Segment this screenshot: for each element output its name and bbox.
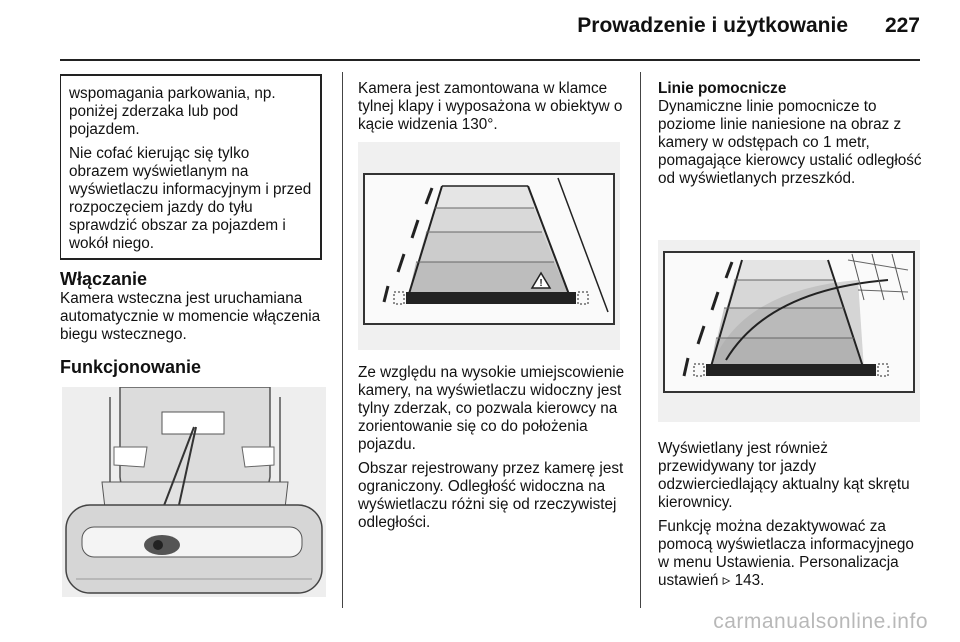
header-divider: [60, 59, 920, 61]
deactivation-paragraph: Funkcję można dezaktywować za pomocą wyś…: [658, 518, 928, 590]
warning-paragraph-1: wspomagania parkowania, np. poniżej zder…: [69, 85, 276, 138]
section-guidelines: Linie pomocnicze Dynamiczne linie pomocn…: [658, 80, 926, 188]
triangle-reference-icon[interactable]: ▹: [722, 572, 731, 589]
column-divider-1: [342, 72, 343, 608]
trajectory-text: Wyświetlany jest również przewidywany to…: [658, 440, 910, 511]
deactivation-text: Funkcję można dezaktywować za pomocą wyś…: [658, 518, 914, 589]
dynamic-guidelines-illustration: [658, 240, 920, 422]
heading-function: Funkcjonowanie: [60, 357, 202, 377]
car-rear-camera-image: [62, 386, 326, 597]
camera-intro-text: Kamera jest zamontowana w klamce tylnej …: [358, 80, 623, 133]
col3-body: Wyświetlany jest również przewidywany to…: [658, 440, 928, 596]
activation-text: Kamera wsteczna jest uruchamiana automat…: [60, 290, 321, 343]
warning-box: wspomagania parkowania, np. poniżej zder…: [60, 74, 322, 260]
camera-position-text: Ze względu na wysokie umiejscowienie kam…: [358, 364, 625, 453]
section-activation: Włączanie Kamera wsteczna jest uruchamia…: [60, 268, 325, 344]
column-divider-2: [640, 72, 641, 608]
guidelines-text: Dynamiczne linie pomocnicze to poziome l…: [658, 98, 922, 187]
heading-activation: Włączanie: [60, 269, 148, 289]
camera-display-illustration: !: [358, 142, 620, 350]
svg-text:!: !: [539, 278, 542, 289]
page-reference[interactable]: 143.: [734, 572, 765, 589]
watermark: carmanualsonline.info: [713, 610, 928, 633]
car-camera-illustration: [62, 386, 326, 597]
page-number: 227: [884, 14, 920, 37]
warning-paragraph-2: Nie cofać kierując się tylko obrazem wyś…: [69, 145, 312, 252]
camera-view-diagram: !: [358, 142, 620, 350]
guidelines-diagram: [658, 240, 920, 422]
page-header-title: Prowadzenie i użytkowanie: [577, 14, 848, 37]
heading-guidelines: Linie pomocnicze: [658, 80, 787, 97]
camera-range-text: Obszar rejestrowany przez kamerę jest og…: [358, 460, 624, 531]
col2-body: Ze względu na wysokie umiejscowienie kam…: [358, 364, 628, 538]
